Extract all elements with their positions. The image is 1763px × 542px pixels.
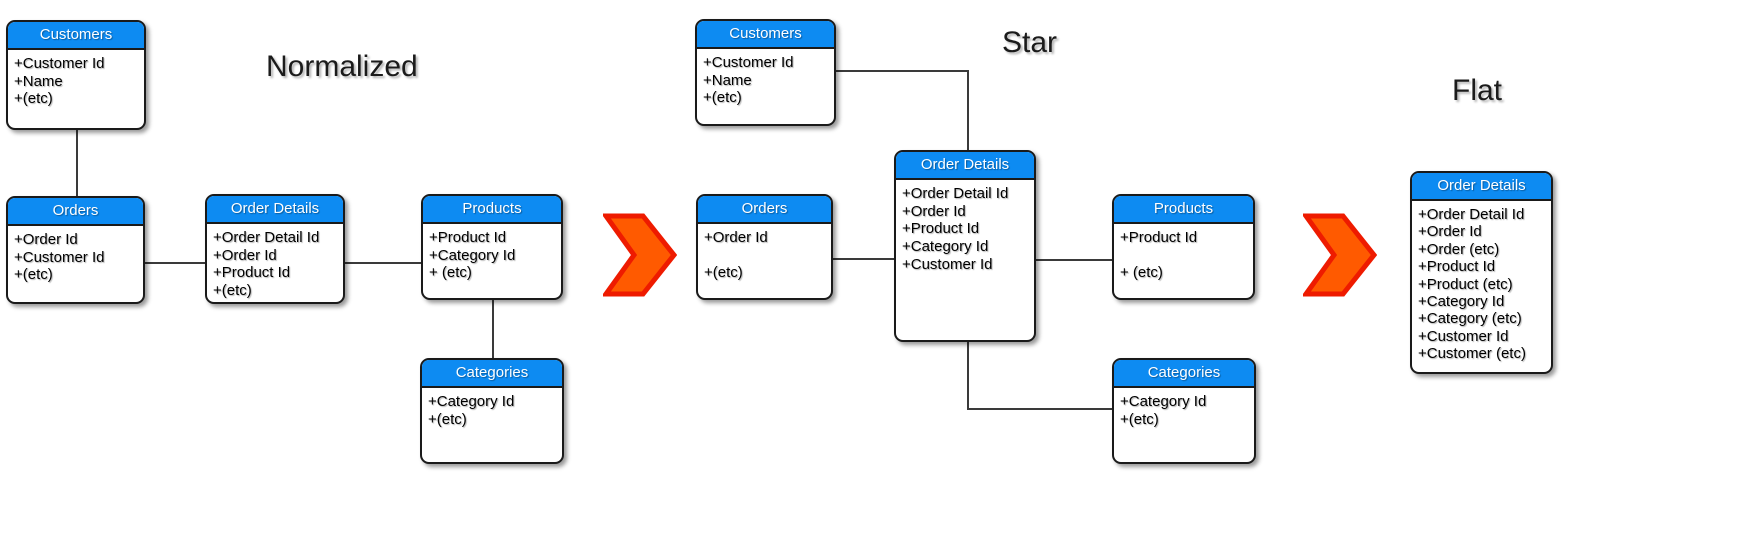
entity-customers-star[interactable]: Customers +Customer Id +Name +(etc) — [695, 19, 836, 126]
entity-header-title: Orders — [698, 196, 831, 224]
connector-star-orders — [833, 258, 896, 260]
entity-attribute: +Category Id — [902, 238, 989, 256]
entity-header-title: Products — [423, 196, 561, 224]
entity-attribute: +Product Id — [213, 264, 291, 282]
entity-attribute: +Product Id — [429, 229, 507, 246]
connector-star-products — [1036, 259, 1112, 261]
entity-order-details-normalized[interactable]: Order Details +Order Detail Id +Order Id… — [205, 194, 345, 304]
entity-header-title: Categories — [1114, 360, 1254, 388]
entity-attribute: +Order Id — [704, 229, 768, 246]
entity-header-title: Order Details — [1412, 173, 1551, 201]
entity-attribute-list: +Order Id +Customer Id +(etc) — [8, 226, 143, 288]
section-caption-normalized: Normalized — [266, 50, 418, 83]
entity-attribute: +Order Detail Id — [213, 229, 320, 246]
section-caption-star: Star — [1002, 26, 1058, 59]
entity-attribute: +Product Id — [902, 220, 980, 238]
entity-attribute-list: +Customer Id +Name +(etc) — [697, 49, 834, 111]
entity-attribute: + (etc) — [1120, 264, 1163, 282]
entity-attribute: +Order Id — [1418, 223, 1482, 241]
entity-header-title: Categories — [422, 360, 562, 388]
entity-attribute: +(etc) — [703, 89, 742, 107]
entity-attribute: +Category Id — [1418, 292, 1505, 310]
entity-categories-star[interactable]: Categories +Category Id +(etc) — [1112, 358, 1256, 464]
chevron-arrow-icon-normalized-to-star — [603, 213, 677, 297]
connector-star-categories-h — [967, 408, 1113, 410]
entity-attribute-list: +Product Id + (etc) — [1114, 224, 1253, 286]
entity-attribute: +Order Id — [902, 202, 966, 220]
entity-attribute: +Name — [14, 72, 63, 90]
entity-attribute-blank — [704, 247, 831, 265]
entity-attribute-list: +Order Detail Id +Order Id +Product Id +… — [896, 180, 1034, 277]
entity-header-title: Products — [1114, 196, 1253, 224]
entity-attribute: +(etc) — [428, 410, 467, 428]
entity-categories-normalized[interactable]: Categories +Category Id +(etc) — [420, 358, 564, 464]
entity-attribute: +(etc) — [14, 90, 53, 108]
entity-attribute: +Customer Id — [14, 55, 105, 72]
entity-attribute: +Product Id — [1120, 229, 1198, 246]
entity-header-title: Customers — [697, 21, 834, 49]
entity-attribute: +Customer Id — [703, 54, 794, 71]
entity-attribute-list: +Order Id +(etc) — [698, 224, 831, 286]
entity-attribute-list: +Order Detail Id +Order Id +Order (etc) … — [1412, 201, 1551, 367]
entity-attribute: +Order Id — [14, 231, 78, 248]
entity-order-details-star[interactable]: Order Details +Order Detail Id +Order Id… — [894, 150, 1036, 342]
connector-products-categories — [492, 300, 494, 360]
connector-star-categories-v — [967, 342, 969, 409]
entity-attribute: +Customer (etc) — [1418, 345, 1526, 363]
entity-attribute: +Name — [703, 71, 752, 89]
entity-attribute: +Order Detail Id — [902, 185, 1009, 202]
entity-customers-normalized[interactable]: Customers +Customer Id +Name +(etc) — [6, 20, 146, 130]
entity-attribute: +Product Id — [1418, 258, 1496, 276]
entity-header-title: Customers — [8, 22, 144, 50]
entity-attribute: +(etc) — [1120, 410, 1159, 428]
entity-attribute: +(etc) — [14, 266, 53, 284]
connector-orders-orderdetails — [143, 262, 206, 264]
entity-order-details-flat[interactable]: Order Details +Order Detail Id +Order Id… — [1410, 171, 1553, 374]
entity-attribute: +Customer Id — [14, 248, 105, 266]
entity-orders-normalized[interactable]: Orders +Order Id +Customer Id +(etc) — [6, 196, 145, 304]
entity-attribute-blank — [1120, 247, 1253, 265]
entity-attribute: +Product (etc) — [1418, 275, 1513, 293]
entity-header-title: Order Details — [896, 152, 1034, 180]
entity-products-normalized[interactable]: Products +Product Id +Category Id + (etc… — [421, 194, 563, 300]
entity-header-title: Orders — [8, 198, 143, 226]
entity-attribute: +Customer Id — [902, 255, 993, 273]
entity-attribute-list: +Category Id +(etc) — [1114, 388, 1254, 432]
entity-attribute-list: +Category Id +(etc) — [422, 388, 562, 432]
entity-header-title: Order Details — [207, 196, 343, 224]
entity-attribute-list: +Product Id +Category Id + (etc) — [423, 224, 561, 286]
entity-products-star[interactable]: Products +Product Id + (etc) — [1112, 194, 1255, 300]
entity-attribute: +(etc) — [704, 264, 743, 282]
entity-attribute: +Category Id — [429, 246, 516, 264]
entity-attribute: +(etc) — [213, 282, 252, 300]
entity-attribute: +Category Id — [428, 393, 515, 410]
connector-star-customers-h — [836, 70, 968, 72]
entity-attribute: + (etc) — [429, 264, 472, 282]
chevron-arrow-icon-star-to-flat — [1303, 213, 1377, 297]
section-caption-flat: Flat — [1452, 74, 1503, 107]
entity-attribute: +Order Detail Id — [1418, 206, 1525, 223]
connector-star-customers-v — [967, 70, 969, 154]
entity-attribute: +Customer Id — [1418, 327, 1509, 345]
entity-attribute: +Category (etc) — [1418, 310, 1522, 328]
entity-attribute: +Order (etc) — [1418, 240, 1500, 258]
connector-orderdetails-products — [345, 262, 422, 264]
entity-attribute-list: +Order Detail Id +Order Id +Product Id +… — [207, 224, 343, 302]
entity-attribute-list: +Customer Id +Name +(etc) — [8, 50, 144, 112]
entity-attribute: +Category Id — [1120, 393, 1207, 410]
connector-customers-orders — [76, 128, 78, 198]
entity-orders-star[interactable]: Orders +Order Id +(etc) — [696, 194, 833, 300]
entity-attribute: +Order Id — [213, 246, 277, 264]
